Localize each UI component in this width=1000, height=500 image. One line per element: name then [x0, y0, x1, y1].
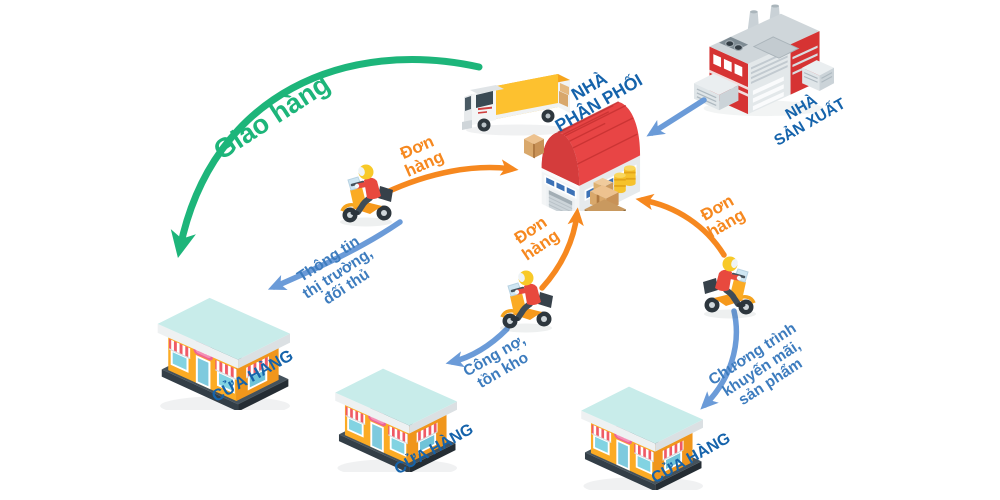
supply-arrow	[646, 97, 707, 137]
delivery-arrow	[170, 56, 483, 259]
motorbike-courier-icon-2	[496, 262, 560, 334]
feedback-arrow-1	[267, 219, 403, 291]
order-arrow-2	[539, 207, 584, 291]
motorbike-courier-icon-3	[696, 248, 760, 320]
feedback-arrow-2	[445, 326, 510, 368]
order-arrow-3	[635, 193, 727, 258]
feedback-arrow-3	[700, 308, 740, 410]
order-arrow-1	[382, 159, 519, 196]
